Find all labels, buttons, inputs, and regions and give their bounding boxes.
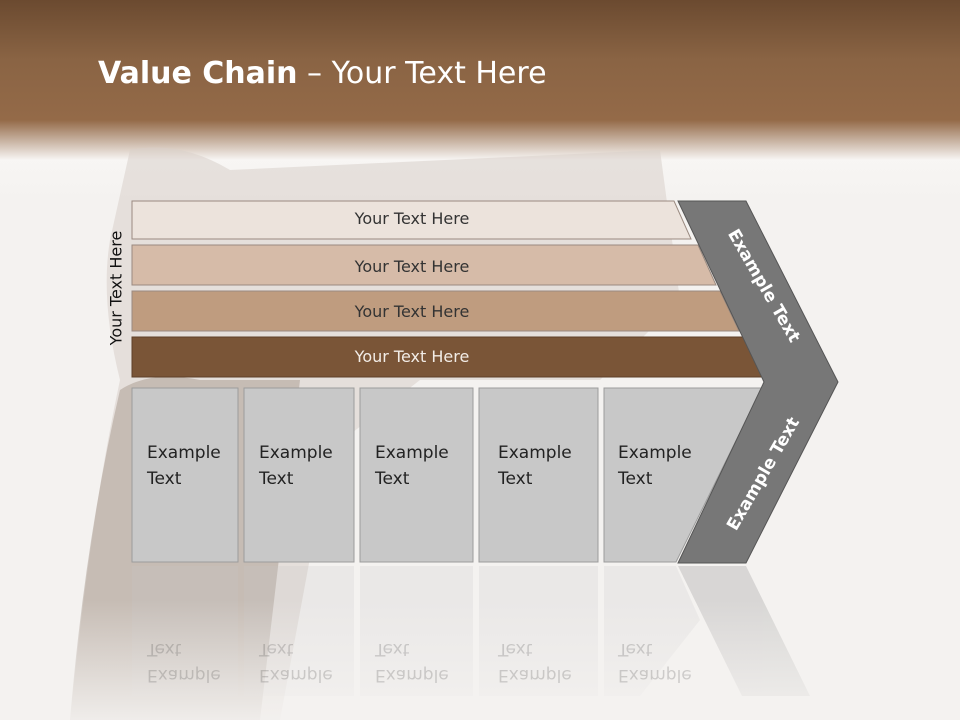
bar-3 [131, 290, 740, 332]
activity-box-2 [243, 387, 355, 563]
activity-box-3 [359, 387, 474, 563]
box-1-reflection: Example Text [147, 639, 221, 685]
activity-box-5 [603, 387, 763, 563]
box-5-reflection: Example Text [618, 639, 692, 685]
bar-2 [131, 244, 717, 286]
box-5-label: Example Text [618, 443, 692, 489]
box-4-reflection: Example Text [498, 639, 572, 685]
activity-box-4 [478, 387, 599, 563]
box-3-label: Example Text [375, 443, 449, 489]
box-3-reflection: Example Text [375, 639, 449, 685]
chevron-arrow [677, 200, 839, 564]
box-1-label: Example Text [147, 443, 221, 489]
box-4-label: Example Text [498, 443, 572, 489]
bar-1-label: Your Text Here [354, 209, 470, 228]
box-2-reflection: Example Text [259, 639, 333, 685]
slide-title: Value Chain – Your Text Here [98, 56, 547, 91]
reflection-fade [0, 600, 960, 720]
bar-2-label: Your Text Here [354, 257, 470, 276]
box-2-label: Example Text [259, 443, 333, 489]
bar-1 [131, 200, 692, 240]
bar-3-label: Your Text Here [354, 302, 470, 321]
activity-box-1 [131, 387, 239, 563]
bar-4-label: Your Text Here [354, 347, 470, 366]
